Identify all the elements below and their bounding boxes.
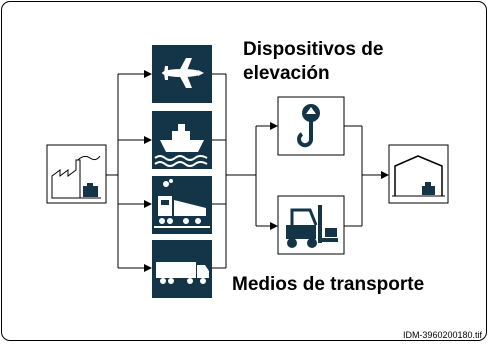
forklift-icon <box>286 205 338 248</box>
lifting-devices-label: Dispositivos de elevación <box>243 39 384 84</box>
factory-node <box>46 144 107 204</box>
arrowheads <box>144 70 389 272</box>
ship-icon <box>154 124 208 167</box>
factory-icon <box>51 155 101 199</box>
crane-hook-icon <box>297 104 320 148</box>
truck-icon <box>156 262 209 284</box>
airplane-node <box>152 45 212 103</box>
warehouse-icon <box>392 155 445 197</box>
truck-node <box>152 240 212 298</box>
airplane-icon <box>162 58 204 88</box>
connector-lines <box>106 73 384 269</box>
warehouse-node <box>388 144 449 204</box>
ship-node <box>152 111 212 169</box>
crane-hook-node <box>277 96 345 156</box>
train-icon <box>154 179 210 228</box>
train-node <box>152 176 212 234</box>
file-id: IDM-3960200180.tif <box>402 330 482 340</box>
forklift-node <box>277 195 345 255</box>
transport-means-label: Medios de transporte <box>232 274 425 295</box>
